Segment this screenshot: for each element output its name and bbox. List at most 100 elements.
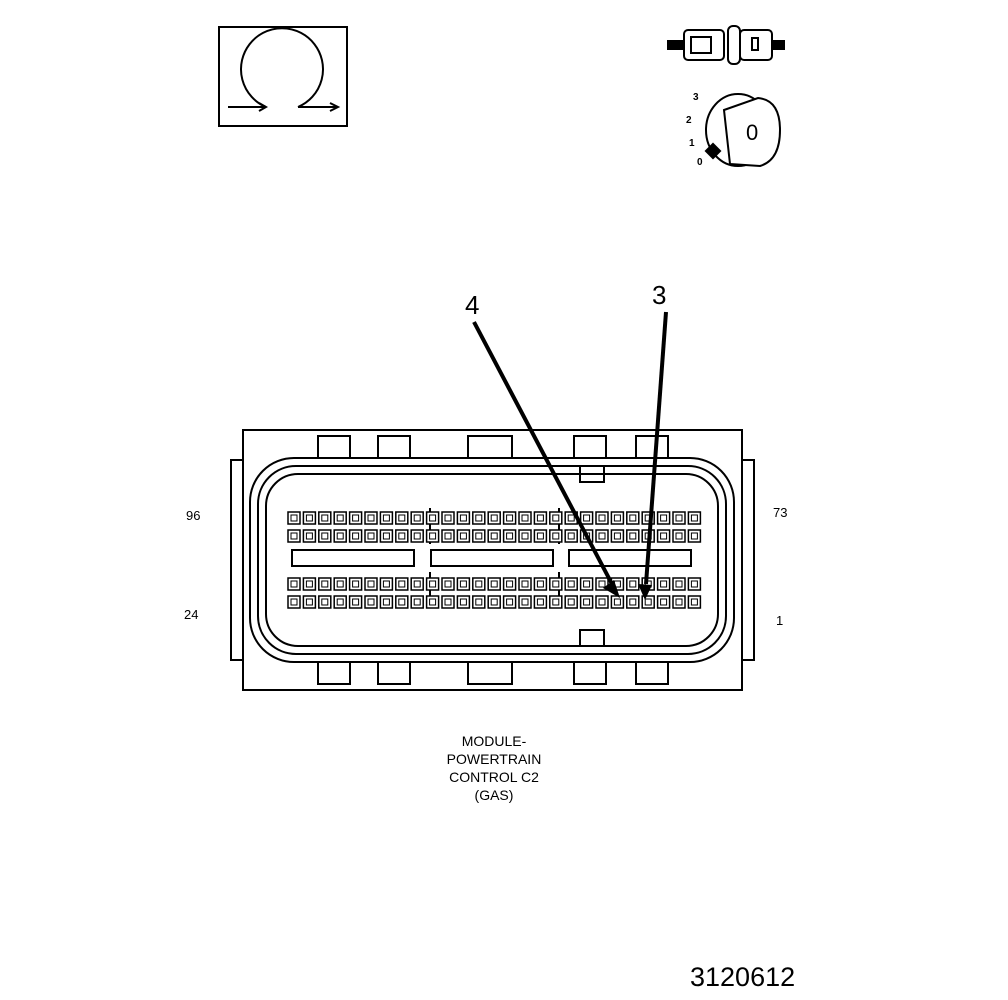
pin-cavity [687,577,702,591]
pin-cavity-inner [475,532,483,540]
pin-cavity [425,595,440,609]
pin-cavity-inner [336,580,344,588]
pin-cavity [379,529,394,543]
pin-cavity-inner [613,514,621,522]
pin-cavity-inner [429,514,437,522]
pin-cavity [410,595,424,609]
pin-cavity-inner [475,514,483,522]
pin-cavity-inner [660,598,668,606]
pin-cavity-inner [521,598,529,606]
pin-cavity-inner [352,580,360,588]
pin-cavity [410,511,424,525]
pin-cavity-inner [613,532,621,540]
pin-cavity [364,529,378,543]
pin-cavity-inner [629,580,637,588]
pin-cavity-inner [367,598,375,606]
pin-cavity [472,511,486,525]
pin-cavity [672,529,686,543]
pin-cavities [287,511,702,609]
pin-cavity-inner [352,598,360,606]
pin-cavity [287,595,301,609]
pin-cavity-inner [459,532,467,540]
pin-cavity [318,511,332,525]
pin-cavity-inner [567,532,575,540]
ignition-position-3: 3 [693,92,699,103]
pin-cavity [672,577,686,591]
pin-cavity-inner [552,598,560,606]
pin-cavity-inner [475,580,483,588]
pin-cavity [425,577,440,591]
pin-cavity-inner [536,532,544,540]
pin-cavity [502,577,517,591]
pin-cavity [487,511,501,525]
pin-cavity-inner [660,514,668,522]
pin-cavity [687,529,702,543]
pin-cavity-inner [321,580,329,588]
caption-line-1: MODULE- [461,733,527,749]
pin-cavity-inner [305,580,313,588]
pin-cavity [348,595,363,609]
pin-cavity [610,595,625,609]
pin-cavity-inner [506,532,514,540]
pin-cavity-inner [506,580,514,588]
circular-arrow-icon [218,26,348,127]
pin-cavity [579,577,594,591]
pin-cavity [287,529,301,543]
pin-cavity-inner [398,580,406,588]
pin-cavity [549,529,563,543]
pin-cavity-inner [290,598,298,606]
pin-cavity-inner [629,514,637,522]
connector-caption: MODULE- POWERTRAIN CONTROL C2 (GAS) [404,732,584,804]
pin-cavity [364,595,378,609]
pin-cavity-inner [290,580,298,588]
pin-cavity [318,529,332,543]
pin-cavity-inner [475,598,483,606]
pin-cavity [626,595,640,609]
pin-cavity [502,529,517,543]
pin-cavity-inner [675,532,683,540]
pin-cavity-inner [567,598,575,606]
pin-cavity-inner [398,532,406,540]
pin-cavity [626,577,640,591]
pin-cavity [533,511,548,525]
pin-cavity [333,529,347,543]
pin-cavity [333,577,347,591]
pin-cavity [487,595,501,609]
pin-cavity [549,577,563,591]
pin-cavity-inner [521,514,529,522]
pin-cavity-inner [382,514,390,522]
pin-cavity [595,595,609,609]
pin-cavity-inner [305,598,313,606]
pin-cavity-inner [444,514,452,522]
pin-cavity-inner [583,514,591,522]
pin-label-bottom-right: 1 [776,613,784,628]
pin-cavity-inner [321,532,329,540]
pin-cavity [533,595,548,609]
pin-cavity-inner [536,598,544,606]
pin-cavity [348,577,363,591]
pin-cavity [318,595,332,609]
pin-cavity-inner [367,514,375,522]
pin-cavity-inner [598,514,606,522]
pin-cavity [487,529,501,543]
ignition-key-icon [704,93,782,168]
pin-cavity [518,511,532,525]
pin-cavity-inner [629,598,637,606]
ignition-position-2: 2 [686,115,692,126]
figure-number: 3120612 [690,962,796,992]
pin-cavity [456,595,471,609]
pin-cavity-inner [459,580,467,588]
pin-cavity-inner [459,514,467,522]
pin-cavity [626,529,640,543]
pin-cavity [518,529,532,543]
pin-label-top-right: 73 [773,505,788,520]
pin-cavity-inner [367,532,375,540]
pin-cavity-inner [413,514,421,522]
pin-cavity [656,577,671,591]
callout-arrowhead-3 [638,584,652,600]
callout-arrow-4 [472,321,614,585]
pin-cavity-inner [336,532,344,540]
pin-cavity [456,529,471,543]
pin-cavity-inner [675,580,683,588]
